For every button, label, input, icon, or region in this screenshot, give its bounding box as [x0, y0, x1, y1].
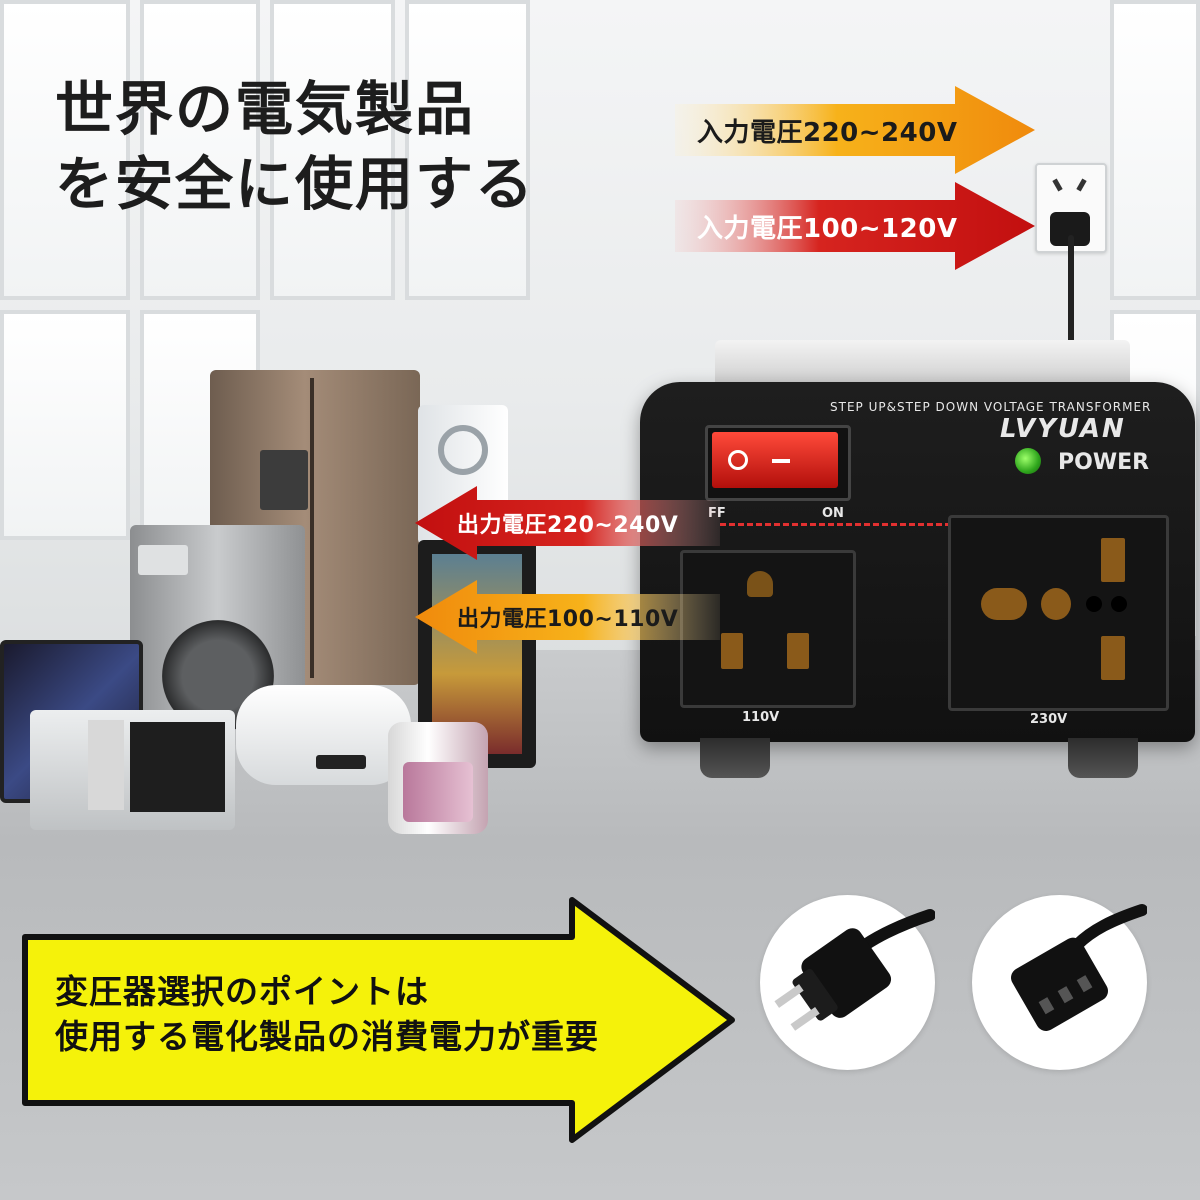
iec-c13-plug-icon [972, 895, 1148, 1070]
input-voltage-arrow-100: 入力電圧100~120V [675, 182, 1035, 270]
power-cord [1068, 235, 1074, 345]
input-voltage-label-220: 入力電圧220~240V [697, 117, 958, 148]
banner-arrow-icon [22, 897, 735, 1143]
output-indicator-line [720, 523, 960, 526]
window-pane [0, 310, 130, 540]
output-voltage-label-100: 出力電圧100~110V [457, 607, 679, 632]
arrow-right-icon [675, 182, 1035, 270]
arrow-right-icon [675, 86, 1035, 174]
arrow-left-icon [415, 580, 720, 654]
power-switch-rocker[interactable] [712, 432, 838, 488]
headline-line-2: を安全に使用する [55, 150, 536, 218]
brand-logo: LVYUAN [1000, 414, 1126, 444]
output-voltage-label-220: 出力電圧220~240V [457, 513, 679, 538]
window-pane [140, 0, 260, 300]
output-voltage-arrow-220: 出力電圧220~240V [415, 486, 720, 560]
socket-230v-universal[interactable] [948, 515, 1169, 711]
water-heater-image [236, 685, 411, 785]
microwave-oven-image [30, 710, 235, 830]
transformer-model-text: STEP UP&STEP DOWN VOLTAGE TRANSFORMER [830, 400, 1152, 414]
window-pane [0, 0, 130, 300]
transformer-foot [700, 738, 770, 778]
two-prong-plug-icon [760, 895, 936, 1070]
headline-line-1: 世界の電気製品 [55, 75, 476, 143]
banner-line-2: 使用する電化製品の消費電力が重要 [55, 1017, 599, 1056]
window-pane [270, 0, 395, 300]
rice-cooker-image [388, 722, 488, 834]
power-led-icon [1015, 448, 1041, 474]
banner-line-1: 変圧器選択のポイントは [55, 972, 429, 1011]
output-voltage-arrow-100: 出力電圧100~110V [415, 580, 720, 654]
power-label: POWER [1058, 450, 1150, 475]
transformer-foot [1068, 738, 1138, 778]
socket-110v-label: 110V [742, 710, 780, 725]
input-voltage-label-100: 入力電圧100~120V [697, 213, 958, 244]
switch-on-label: ON [822, 506, 844, 521]
arrow-left-icon [415, 486, 720, 560]
window-pane [405, 0, 530, 300]
input-voltage-arrow-220: 入力電圧220~240V [675, 86, 1035, 174]
window-pane [1110, 0, 1200, 300]
socket-230v-label: 230V [1030, 712, 1068, 727]
